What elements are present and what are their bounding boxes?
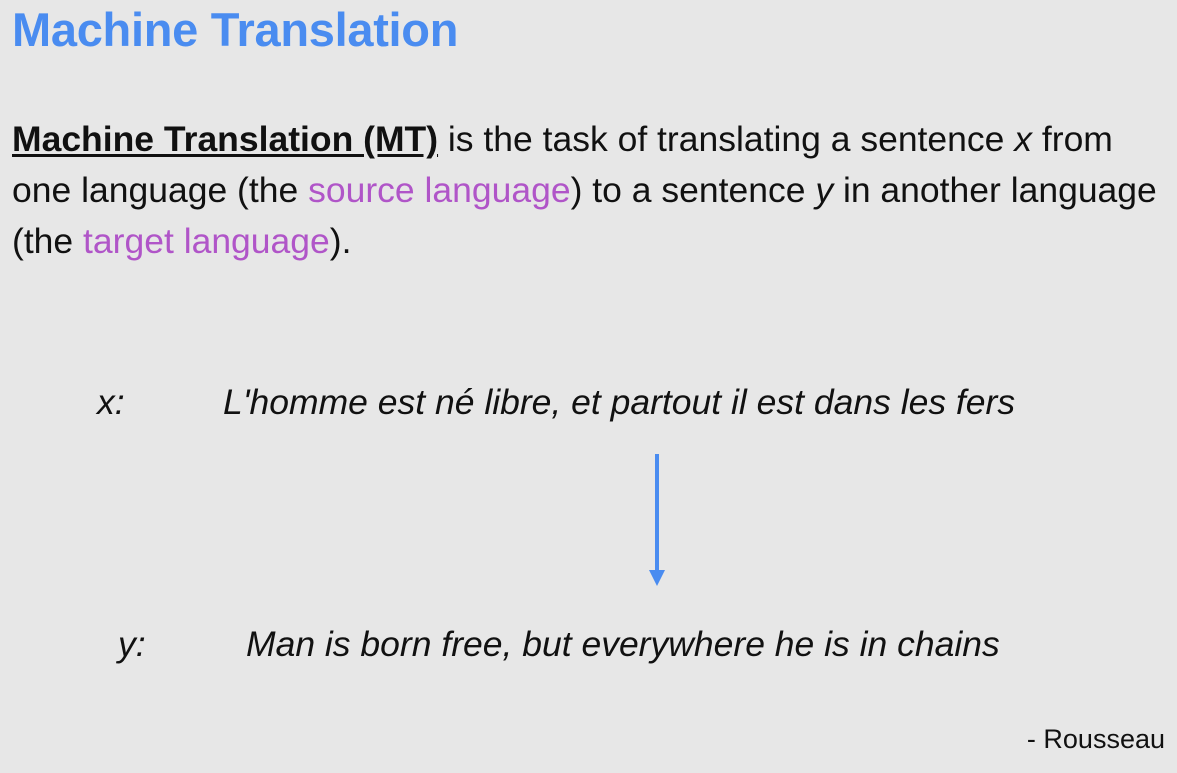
- target-language-highlight: target language: [83, 221, 330, 261]
- example-x-label: x:: [97, 382, 125, 422]
- example-y-label: y:: [118, 624, 146, 664]
- example-y-sentence: Man is born free, but everywhere he is i…: [246, 624, 1000, 664]
- definition-text-5: ).: [329, 221, 352, 261]
- definition-term: Machine Translation (MT): [12, 119, 439, 159]
- definition-paragraph: Machine Translation (MT) is the task of …: [12, 114, 1162, 267]
- definition-text-3: ) to a sentence: [570, 170, 816, 210]
- definition-text-2: from one language (the: [12, 119, 1113, 210]
- variable-x: x: [1014, 119, 1033, 159]
- variable-y: y: [815, 170, 834, 210]
- definition-text-1: is the task of translating a sentence: [438, 119, 1015, 159]
- definition-text-4: in another language (the: [12, 170, 1157, 261]
- page-title: Machine Translation: [12, 3, 459, 56]
- attribution: - Rousseau: [1026, 724, 1165, 754]
- arrow-down-icon: [649, 454, 665, 586]
- example-x-sentence: L'homme est né libre, et partout il est …: [223, 382, 1016, 422]
- source-language-highlight: source language: [308, 170, 571, 210]
